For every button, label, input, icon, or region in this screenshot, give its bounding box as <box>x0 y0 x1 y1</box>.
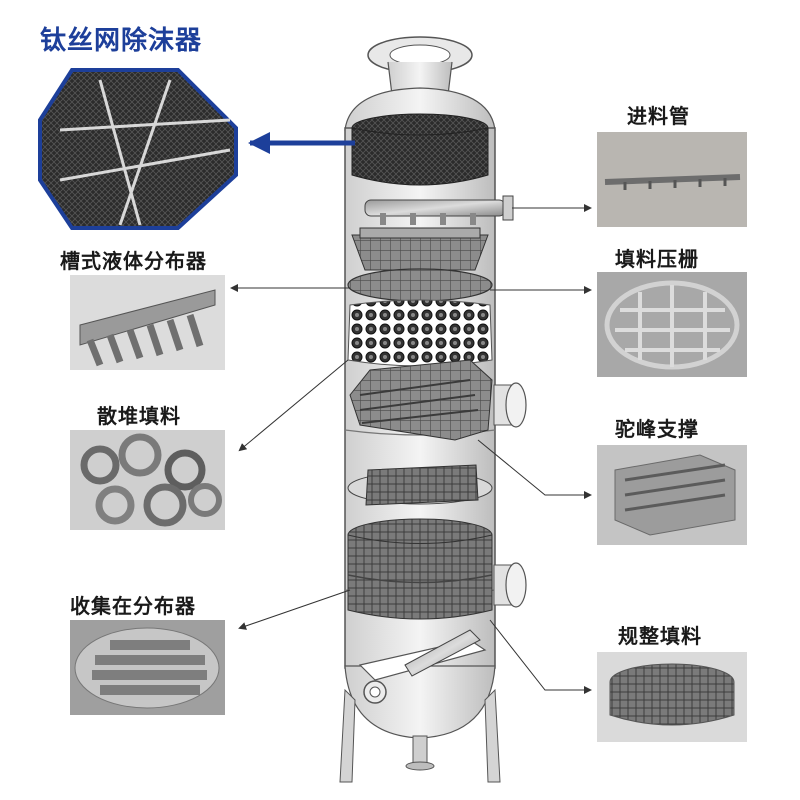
main-arrowhead <box>248 132 270 154</box>
label-structured-packing: 规整填料 <box>618 624 702 648</box>
hump-support-drawing <box>349 359 493 441</box>
feed-pipe-photo <box>597 132 747 227</box>
label-trough-distributor: 槽式液体分布器 <box>60 249 207 273</box>
collector-distributor-photo <box>70 620 225 715</box>
collector-distributor-drawing <box>347 464 493 506</box>
label-hold-down-grid: 填料压栅 <box>615 247 699 271</box>
label-feed-pipe: 进料管 <box>627 104 690 128</box>
trough-distributor-drawing <box>351 227 489 271</box>
leader-lines <box>230 204 592 694</box>
random-packing-drawing <box>347 299 493 367</box>
hold-down-grid-drawing <box>347 268 493 302</box>
trough-distributor-photo <box>70 275 225 370</box>
label-hump-support: 驼峰支撑 <box>615 417 699 441</box>
page-title: 钛丝网除沫器 <box>40 26 203 56</box>
label-collector-distributor: 收集在分布器 <box>70 594 196 618</box>
label-random-packing: 散堆填料 <box>97 404 181 428</box>
structured-packing-drawing <box>347 518 493 620</box>
demister-pad <box>351 113 489 186</box>
structured-packing-photo <box>597 652 747 742</box>
bottom-inlet-pipe <box>358 629 487 681</box>
hump-support-photo <box>597 445 747 545</box>
hold-down-grid-photo <box>597 272 747 377</box>
feed-pipe <box>364 195 514 225</box>
demister-photo <box>38 68 238 230</box>
random-packing-photo <box>70 430 225 530</box>
